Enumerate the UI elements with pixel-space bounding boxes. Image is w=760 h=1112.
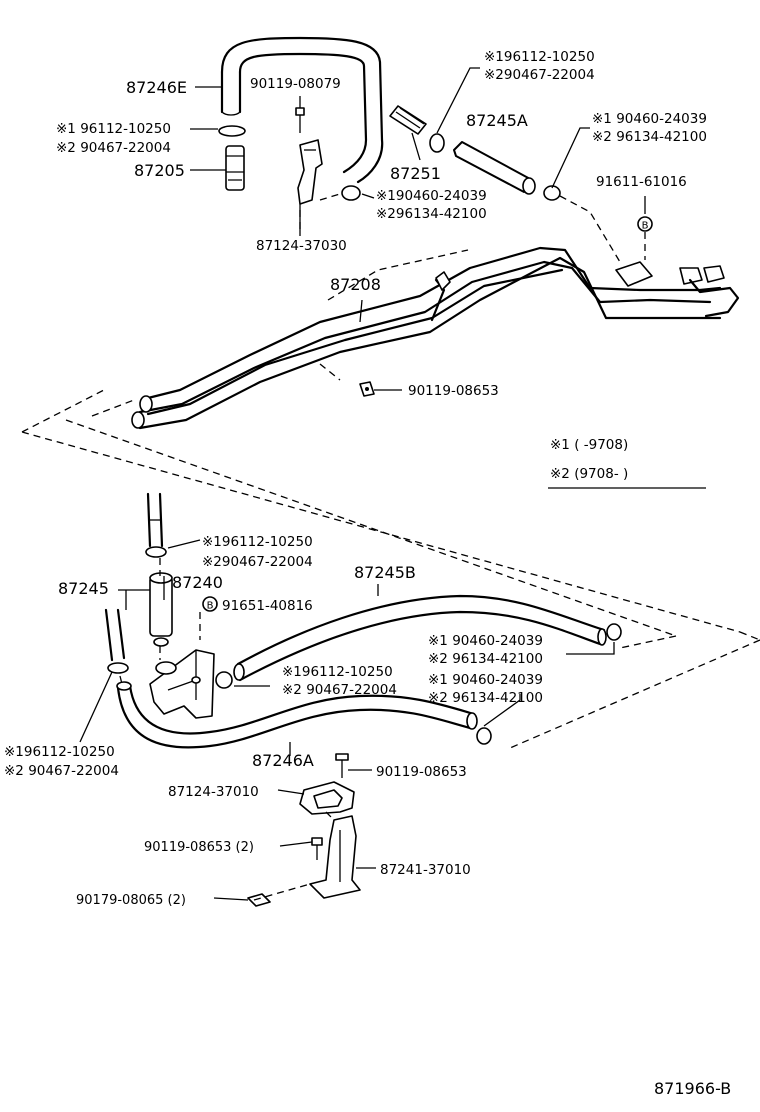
legend-note-1: ※1 ( -9708) [550,437,628,453]
legend: ※1 ( -9708) ※2 (9708- ) [548,437,706,489]
label-ref-top-center-1: ※196112-10250 [484,49,595,65]
bolt-90119-08653-pair [311,837,323,860]
label-87246A: 87246A [252,751,314,770]
label-ref-low-2b: ※2 96134-42100 [428,651,543,667]
label-ref-top-left-2: ※2 90467-22004 [56,140,171,156]
hose-87246A [116,681,492,749]
label-87124-37010: 87124-37010 [168,784,259,800]
label-87124-37030: 87124-37030 [256,238,347,254]
label-ref-mid-center-1: ※190460-24039 [376,188,487,204]
label-87245B: 87245B [354,563,416,582]
label-ref-top-right-1: ※1 90460-24039 [592,111,707,127]
pipe-87240 [149,572,173,647]
pipe-87245 [104,608,129,674]
figure-code: 871966-B [654,1079,731,1098]
label-87245A: 87245A [466,111,528,130]
pipe-assembly-87208 [131,246,740,430]
label-87205: 87205 [134,161,185,180]
label-ref-low-4a: ※1 90460-24039 [428,672,543,688]
label-ref-low-4b: ※2 96134-42100 [428,690,543,706]
bracket-87124-37030 [297,139,323,205]
label-87245: 87245 [58,579,109,598]
assembly-outline [21,389,760,749]
badge-text-lower: B [207,601,214,612]
badge-text: B [642,221,649,232]
label-ref-mid-center-2: ※296134-42100 [376,206,487,222]
bolt-90119-08653-lower [335,753,349,778]
label-ref-top-left-1: ※1 96112-10250 [56,121,171,137]
label-91611-61016: 91611-61016 [596,174,687,190]
bracket-87240 [149,649,215,719]
leaders-top [190,67,646,391]
label-90179-08065-2: 90179-08065 (2) [76,893,186,908]
label-87241-37010: 87241-37010 [380,862,471,878]
nut-90179-08065 [247,893,271,907]
bolt-badge-b-top: B [637,216,653,232]
label-87246E: 87246E [126,78,187,97]
label-ref-low-3a: ※196112-10250 [282,664,393,680]
hose-87245A [453,141,536,195]
label-ref-low-left-a: ※196112-10250 [4,744,115,760]
label-87208: 87208 [330,275,381,294]
hose-87246E [220,36,384,184]
labels: 87246E 90119-08079 ※1 96112-10250 ※2 904… [4,49,731,1098]
label-90119-08653-low: 90119-08653 [376,764,467,780]
bracket-87241-37010 [309,815,361,899]
bracket-87124-37010 [299,781,355,815]
label-91651-40816: 91651-40816 [222,598,313,614]
label-90119-08653-top: 90119-08653 [408,383,499,399]
label-ref-low-2a: ※1 90460-24039 [428,633,543,649]
label-87251: 87251 [390,164,441,183]
label-90119-08079: 90119-08079 [250,76,341,92]
label-ref-top-center-2: ※290467-22004 [484,67,595,83]
label-ref-low-1a: ※196112-10250 [202,534,313,550]
label-ref-low-left-b: ※2 90467-22004 [4,763,119,779]
label-ref-top-right-2: ※2 96134-42100 [592,129,707,145]
clamp-top-center [341,133,561,201]
bolt-badge-b-lower: B [202,596,218,612]
label-90119-08653-2: 90119-08653 (2) [144,840,254,855]
label-ref-low-1b: ※290467-22004 [202,554,313,570]
legend-note-2: ※2 (9708- ) [550,466,628,482]
label-87240: 87240 [172,573,223,592]
pipe-stub-upper [145,492,167,558]
hose-87245B [215,594,622,689]
label-ref-low-3b: ※2 90467-22004 [282,682,397,698]
connector-87251 [389,105,427,135]
leaders-lower [79,539,615,901]
bolt-90119-08079 [295,107,305,133]
pipe-87205 [218,125,246,191]
bolt-90119-08653-top [359,381,375,397]
